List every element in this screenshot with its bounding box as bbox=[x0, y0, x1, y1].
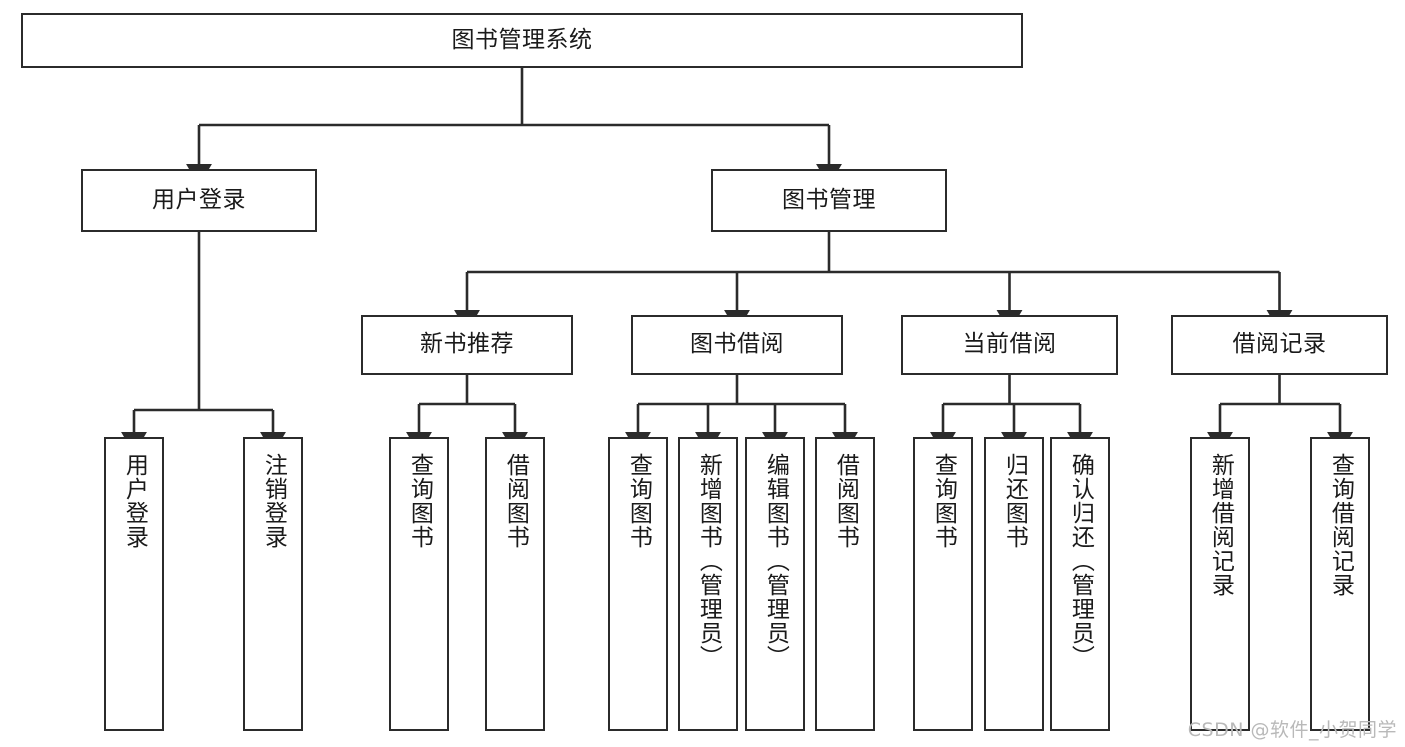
node-label: 归还图书 bbox=[1001, 453, 1028, 549]
node-label: 查询图书 bbox=[406, 453, 433, 549]
node-l3-edit[interactable]: 编辑图书（管理员） bbox=[745, 437, 805, 731]
node-label: 图书管理 bbox=[782, 186, 876, 213]
node-label: 新增借阅记录 bbox=[1207, 453, 1234, 597]
node-label: 新增图书（管理员） bbox=[695, 453, 722, 669]
node-l2-current[interactable]: 当前借阅 bbox=[901, 315, 1118, 375]
node-l2-newrec[interactable]: 新书推荐 bbox=[361, 315, 573, 375]
node-l3-qrec[interactable]: 查询借阅记录 bbox=[1310, 437, 1370, 731]
node-label: 查询图书 bbox=[930, 453, 957, 549]
node-label: 图书借阅 bbox=[690, 331, 784, 358]
node-label: 借阅图书 bbox=[832, 453, 859, 549]
watermark: CSDN @软件_小贺同学 bbox=[1187, 719, 1397, 741]
node-l3-q3[interactable]: 查询图书 bbox=[913, 437, 973, 731]
node-l3-addrec[interactable]: 新增借阅记录 bbox=[1190, 437, 1250, 731]
node-l2-history[interactable]: 借阅记录 bbox=[1171, 315, 1388, 375]
node-l3-logout[interactable]: 注销登录 bbox=[243, 437, 303, 731]
node-l2-borrow[interactable]: 图书借阅 bbox=[631, 315, 843, 375]
node-l1-bookmgmt[interactable]: 图书管理 bbox=[711, 169, 947, 232]
node-label: 注销登录 bbox=[260, 453, 287, 549]
node-l3-userlogin[interactable]: 用户登录 bbox=[104, 437, 164, 731]
node-label: 编辑图书（管理员） bbox=[762, 453, 789, 669]
node-l1-login[interactable]: 用户登录 bbox=[81, 169, 317, 232]
node-label: 借阅记录 bbox=[1232, 331, 1327, 358]
node-label: 查询借阅记录 bbox=[1327, 453, 1354, 597]
node-l3-return[interactable]: 归还图书 bbox=[984, 437, 1044, 731]
node-label: 查询图书 bbox=[625, 453, 652, 549]
node-label: 图书管理系统 bbox=[451, 26, 593, 53]
node-label: 用户登录 bbox=[152, 186, 246, 213]
node-l3-q1[interactable]: 查询图书 bbox=[389, 437, 449, 731]
node-l3-q2[interactable]: 查询图书 bbox=[608, 437, 668, 731]
node-label: 用户登录 bbox=[121, 453, 148, 549]
node-l3-add[interactable]: 新增图书（管理员） bbox=[678, 437, 738, 731]
node-label: 确认归还（管理员） bbox=[1067, 453, 1094, 669]
node-l3-b1[interactable]: 借阅图书 bbox=[485, 437, 545, 731]
node-root[interactable]: 图书管理系统 bbox=[21, 13, 1023, 68]
node-l3-confirm[interactable]: 确认归还（管理员） bbox=[1050, 437, 1110, 731]
node-label: 当前借阅 bbox=[962, 331, 1057, 358]
node-l3-b2[interactable]: 借阅图书 bbox=[815, 437, 875, 731]
node-label: 新书推荐 bbox=[420, 331, 514, 358]
node-label: 借阅图书 bbox=[502, 453, 529, 549]
